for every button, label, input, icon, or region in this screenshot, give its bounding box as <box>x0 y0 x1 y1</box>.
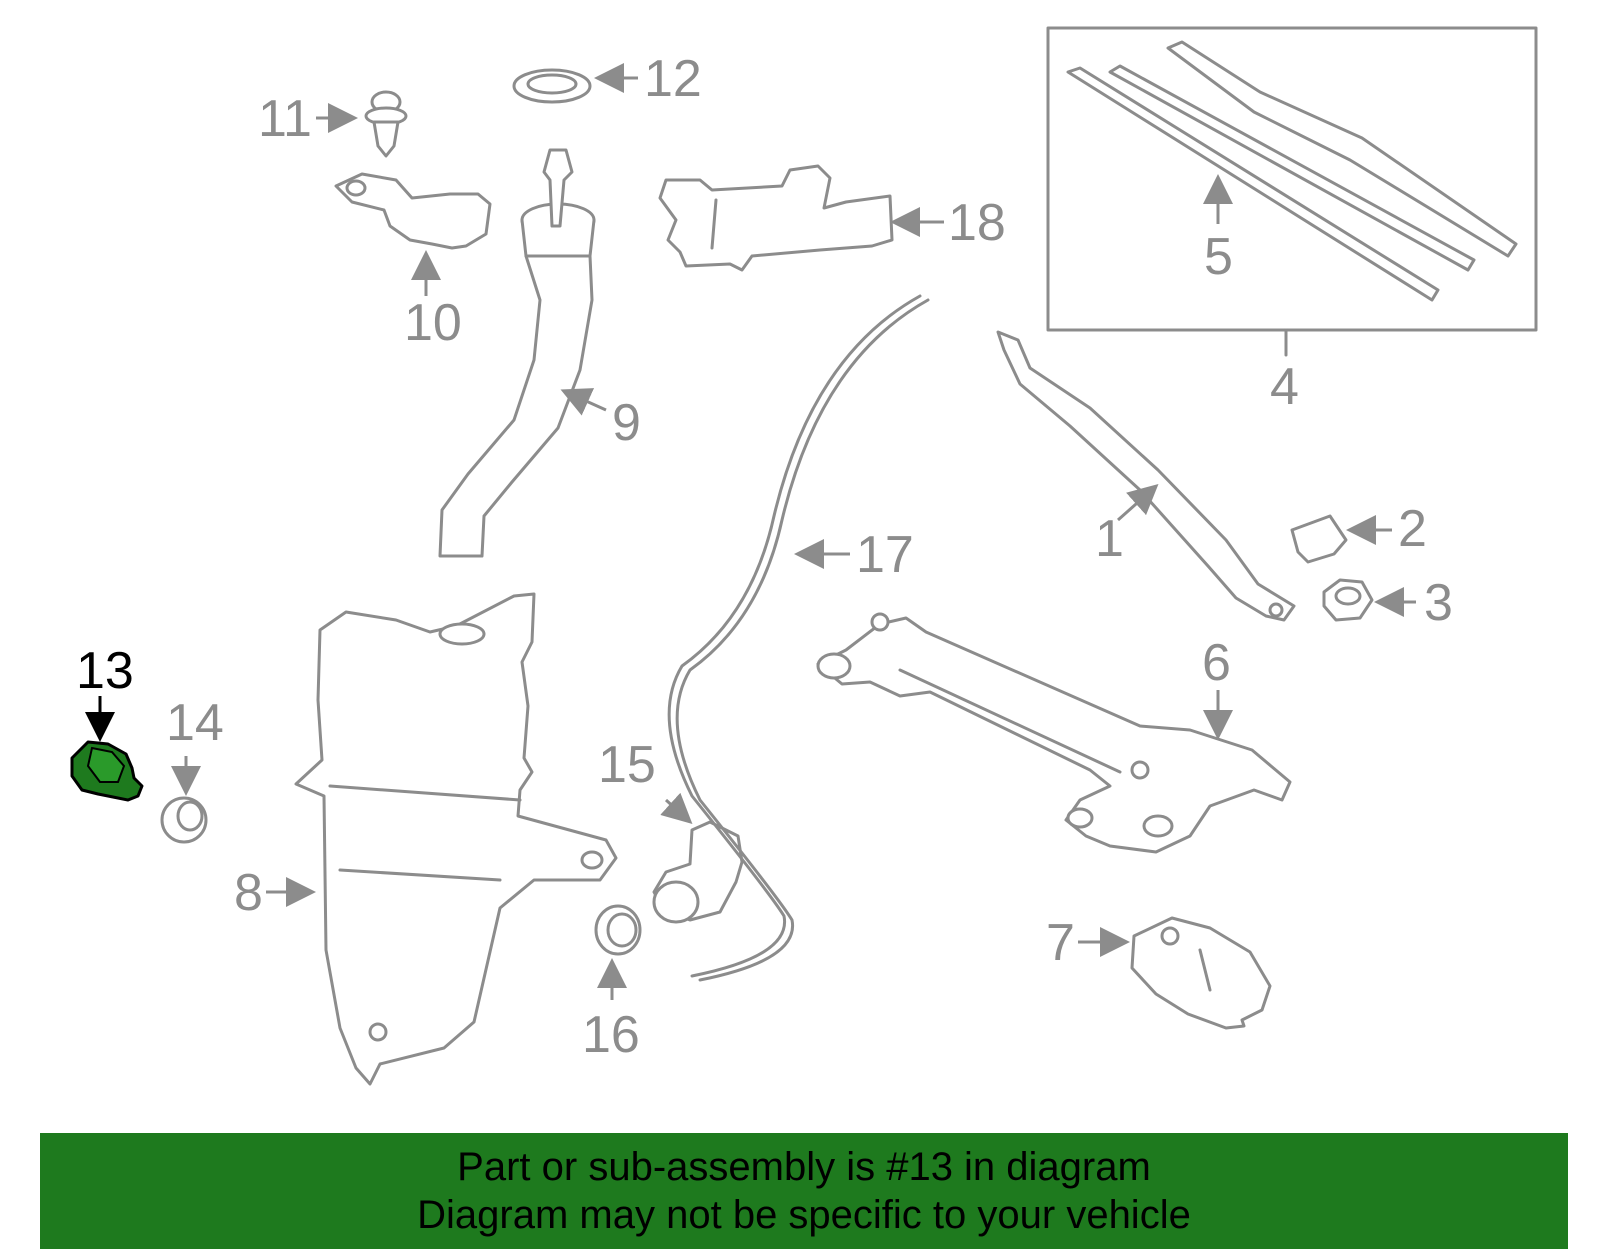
callout-4: 4 <box>1270 358 1299 416</box>
reservoir-filler-neck <box>438 622 486 646</box>
hose-line-inner <box>667 294 922 978</box>
callout-14: 14 <box>166 694 224 752</box>
bracket-hole <box>345 179 367 197</box>
linkage-rod <box>898 668 1122 774</box>
wiper-linkage <box>816 612 1292 854</box>
callout-15-arrow <box>660 792 693 825</box>
callout-3: 3 <box>1424 574 1453 632</box>
sensor-seal <box>594 904 642 1000</box>
filler-cap <box>512 68 592 104</box>
linkage-pivot-left <box>870 612 890 632</box>
linkage-mount-right <box>1142 814 1174 838</box>
wiper-blade-rubber <box>1066 66 1440 302</box>
filler-cap-inner <box>526 73 578 95</box>
callout-13: 13 <box>76 642 134 700</box>
nozzle-bracket-rib <box>710 198 718 250</box>
wiper-arm <box>996 330 1296 622</box>
wiper-blade-strip <box>1108 64 1476 272</box>
reservoir-bracket <box>334 172 492 250</box>
callout-17: 17 <box>856 526 914 584</box>
reservoir-seam <box>328 784 522 802</box>
callout-16: 16 <box>582 1006 640 1064</box>
info-banner: Part or sub-assembly is #13 in diagram D… <box>40 1133 1568 1249</box>
level-sensor-port <box>652 880 700 924</box>
callout-7: 7 <box>1046 914 1075 972</box>
callout-18: 18 <box>948 194 1006 252</box>
linkage-mount-left <box>816 652 852 680</box>
callout-10: 10 <box>404 294 462 352</box>
reservoir-drain <box>368 1022 388 1042</box>
seal-inner <box>606 912 638 948</box>
wiper-blade-frame <box>1166 40 1518 258</box>
callout-12: 12 <box>644 50 702 108</box>
wiper-motor <box>1130 916 1272 1030</box>
reservoir-body <box>294 592 618 1086</box>
banner-line-2: Diagram may not be specific to your vehi… <box>417 1193 1191 1237</box>
callout-8: 8 <box>234 864 263 922</box>
washer-pump-highlighted <box>70 696 144 802</box>
callout-15: 15 <box>598 736 656 794</box>
callout-5: 5 <box>1204 228 1233 286</box>
callout-9: 9 <box>612 394 641 452</box>
bracket-body <box>334 172 492 250</box>
level-sensor <box>652 792 744 924</box>
motor-rib <box>1198 948 1212 992</box>
linkage-frame <box>816 616 1292 854</box>
motor-shaft <box>1160 926 1180 946</box>
callout-11: 11 <box>258 90 312 148</box>
dipstick <box>542 148 574 228</box>
filler-pipe-collar <box>520 218 596 258</box>
wiper-nut <box>1322 578 1374 622</box>
clip-shank <box>372 120 400 158</box>
grommet-inner <box>176 800 204 832</box>
nozzle-bracket-body <box>658 164 894 272</box>
linkage-pivot-right <box>1130 760 1150 780</box>
motor-body <box>1130 916 1272 1030</box>
reservoir-seam-lower <box>338 868 502 882</box>
callout-9-arrow <box>560 388 607 416</box>
callout-1: 1 <box>1095 510 1124 568</box>
linkage-mount-bottom <box>1066 807 1094 829</box>
callout-2: 2 <box>1398 500 1427 558</box>
filler-pipe-body <box>438 254 594 558</box>
callout-6: 6 <box>1202 634 1231 692</box>
nut-hole <box>1334 586 1362 606</box>
wiper-arm-pivot <box>1268 602 1284 618</box>
wiper-arm-body <box>996 330 1296 622</box>
pivot-cap <box>1290 514 1348 564</box>
reservoir-mount-hole <box>580 850 604 870</box>
filler-pipe <box>438 148 596 558</box>
hose-line-outer <box>675 298 930 982</box>
washer-pump-connector <box>86 746 126 783</box>
push-clip <box>364 90 408 158</box>
callout-1-arrow <box>1117 484 1159 522</box>
banner-line-1: Part or sub-assembly is #13 in diagram <box>457 1145 1151 1189</box>
washer-nozzle-bracket <box>658 164 894 272</box>
washer-reservoir <box>294 592 618 1086</box>
blade-box-frame <box>1046 26 1538 332</box>
pump-grommet <box>160 756 208 844</box>
washer-hose <box>667 294 930 982</box>
wiper-blade-assembly <box>1046 26 1538 357</box>
